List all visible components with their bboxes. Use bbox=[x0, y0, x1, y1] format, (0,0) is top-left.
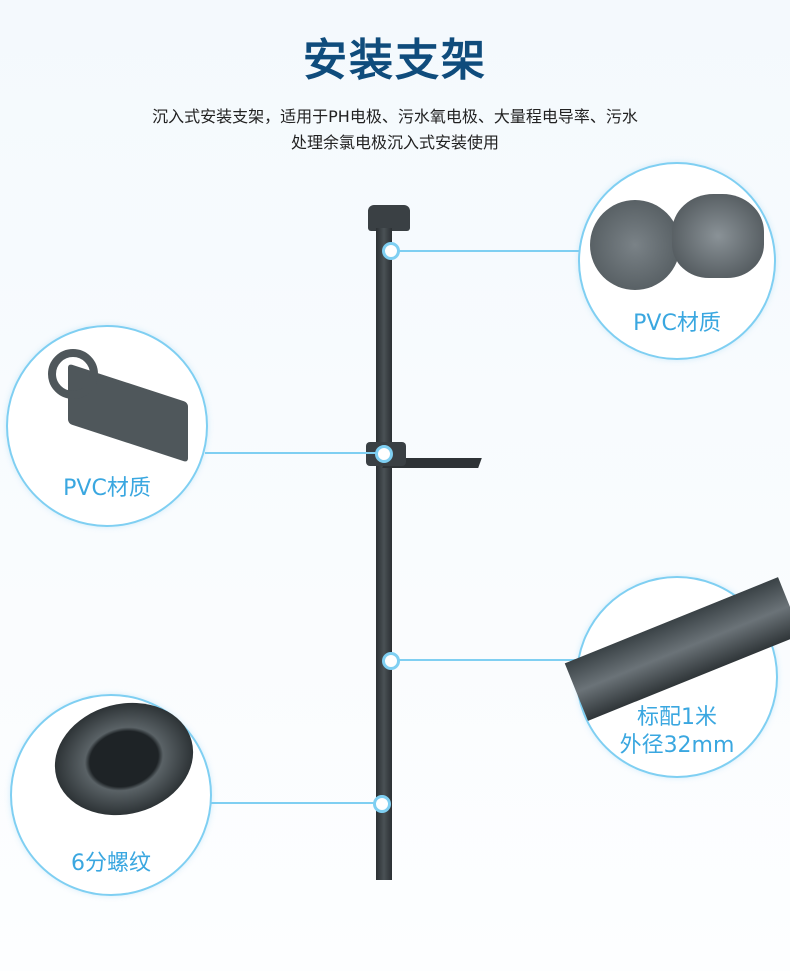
pipe-length: 标配1米 bbox=[637, 705, 717, 730]
callout-label: PVC材质 bbox=[63, 476, 151, 501]
callout-label: PVC材质 bbox=[633, 311, 721, 336]
thread-image bbox=[42, 687, 206, 831]
page-title: 安装支架 bbox=[303, 35, 487, 86]
bracket-cap bbox=[368, 205, 410, 231]
callout-dot bbox=[375, 445, 393, 463]
connector-line bbox=[205, 452, 377, 454]
connector-line bbox=[396, 250, 582, 252]
description-line: 处理余氯电极沉入式安装使用 bbox=[290, 133, 499, 152]
callout-cap: PVC材质 bbox=[578, 162, 776, 360]
pipe-diameter: 外径32mm bbox=[619, 733, 735, 758]
pipe-image bbox=[564, 577, 790, 721]
callout-dot bbox=[373, 795, 391, 813]
bracket-pole bbox=[376, 228, 392, 880]
callout-dot bbox=[382, 652, 400, 670]
callout-label: 6分螺纹 bbox=[71, 851, 151, 876]
cup-image bbox=[672, 194, 764, 278]
description: 沉入式安装支架，适用于PH电极、污水氧电极、大量程电导率、污水 处理余氯电极沉入… bbox=[0, 104, 790, 156]
callout-thread: 6分螺纹 bbox=[10, 687, 212, 896]
connector-line bbox=[208, 802, 376, 804]
connector-line bbox=[396, 659, 576, 661]
description-line: 沉入式安装支架，适用于PH电极、污水氧电极、大量程电导率、污水 bbox=[152, 107, 638, 126]
callout-pipe: 标配1米 外径32mm bbox=[564, 576, 790, 778]
callout-clamp: PVC材质 bbox=[6, 325, 208, 527]
callout-dot bbox=[382, 242, 400, 260]
clamp-ring bbox=[48, 349, 98, 399]
callout-label: 标配1米 外径32mm bbox=[578, 704, 776, 760]
cap-image bbox=[590, 200, 680, 290]
